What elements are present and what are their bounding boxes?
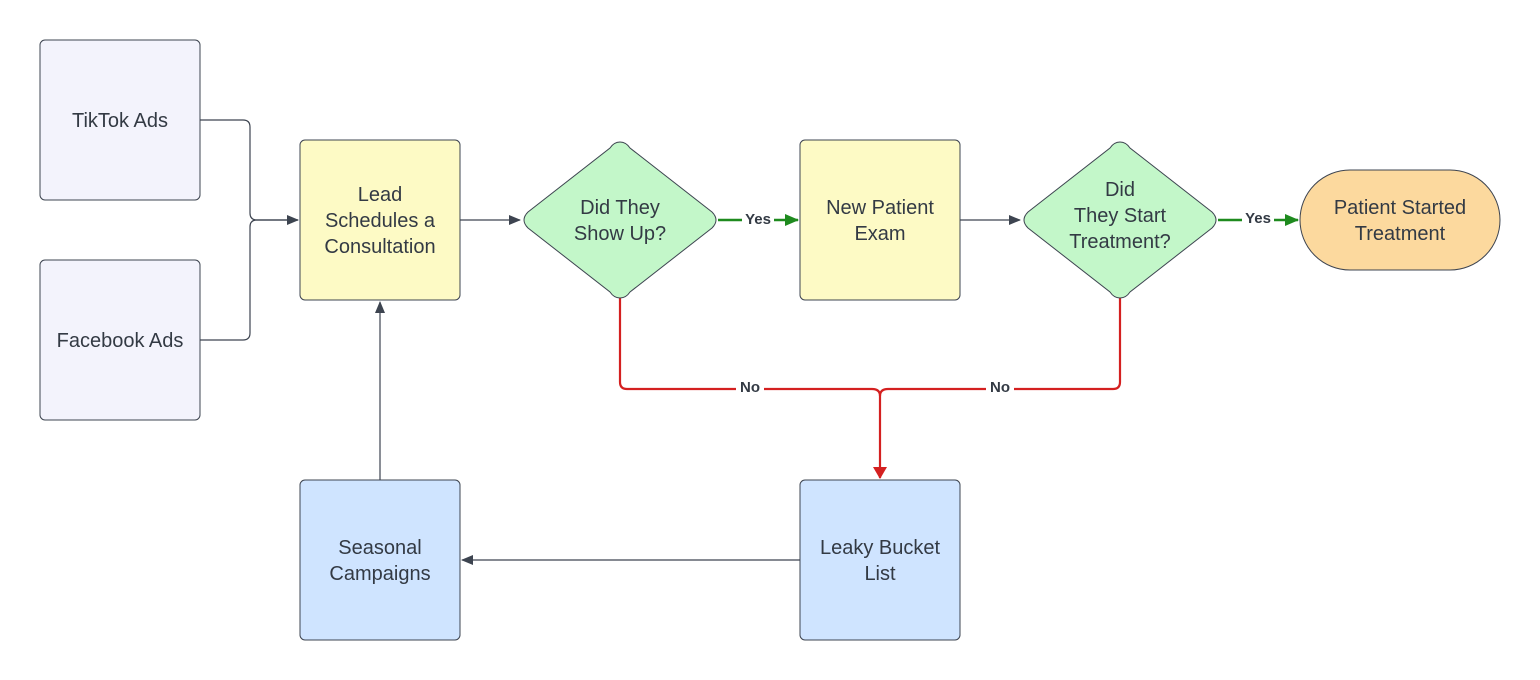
node-label-line: Patient Started [1334, 197, 1466, 219]
node-label-line: Facebook Ads [57, 330, 184, 352]
edge-label-yes-start: Yes [1242, 209, 1274, 227]
node-tiktok-ads[interactable]: TikTok Ads [39, 39, 201, 201]
node-label-line: Consultation [324, 236, 435, 258]
edge-label-no-show-up: No [736, 378, 764, 396]
node-label-line: Treatment [1355, 223, 1446, 245]
svg-text:TikTok Ads: TikTok Ads [72, 110, 168, 132]
edge-label-yes-show-up: Yes [742, 210, 774, 228]
svg-text:No: No [990, 379, 1010, 396]
node-label-line: Treatment? [1069, 231, 1171, 253]
svg-text:Facebook Ads: Facebook Ads [57, 330, 184, 352]
node-label-line: List [864, 563, 896, 585]
connector-tiktok-to-lead [200, 119, 299, 225]
node-facebook-ads[interactable]: Facebook Ads [39, 259, 201, 421]
node-label-line: Campaigns [329, 563, 430, 585]
connector-start-no [878, 298, 1122, 397]
node-label-line: They Start [1074, 205, 1167, 227]
node-label-line: Did [1105, 179, 1135, 201]
node-label-line: Exam [854, 223, 905, 245]
node-label-line: Schedules a [325, 210, 436, 232]
svg-text:No: No [740, 379, 760, 396]
svg-text:Yes: Yes [1245, 210, 1271, 227]
node-label-line: Show Up? [574, 223, 666, 245]
node-label-line: Leaky Bucket [820, 537, 941, 559]
node-label-line: New Patient [826, 197, 934, 219]
node-label-line: TikTok Ads [72, 110, 168, 132]
connector-facebook-to-lead [200, 219, 298, 341]
edge-label-no-start: No [986, 378, 1014, 396]
node-label-line: Lead [358, 184, 403, 206]
node-label-line: Seasonal [338, 537, 421, 559]
node-label-line: Did They [580, 197, 660, 219]
svg-text:Yes: Yes [745, 211, 771, 228]
